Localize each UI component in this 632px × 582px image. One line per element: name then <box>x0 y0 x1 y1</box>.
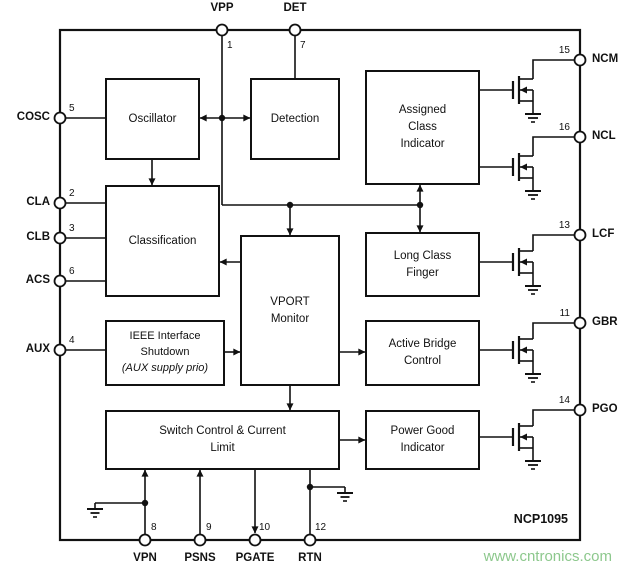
pin-number-ncm: 15 <box>558 45 570 56</box>
pin-circle-aux <box>53 343 67 357</box>
block-label: Classification <box>128 234 197 247</box>
pin-number-cla: 2 <box>69 188 75 199</box>
ground-symbol-rtn <box>337 487 353 502</box>
block-oscillator: Oscillator <box>105 78 200 160</box>
block-label: Switch Control & Current <box>159 425 286 438</box>
block-label: Assigned <box>398 104 447 117</box>
ground-symbol <box>525 113 541 123</box>
ground-symbol <box>525 285 541 295</box>
pin-label-ncm: NCM <box>592 53 619 65</box>
watermark: www.cntronics.com <box>483 548 612 565</box>
block-label: Class <box>408 121 437 134</box>
mosfet-lcf <box>480 234 575 295</box>
pin-circle-det <box>288 23 302 37</box>
mosfet-ncl <box>480 136 575 200</box>
pin-number-det: 7 <box>300 40 306 51</box>
pin-circle-vpn <box>138 533 152 547</box>
pin-number-lcf: 13 <box>558 220 570 231</box>
pin-label-clb: CLB <box>26 231 50 243</box>
mosfet-ncm <box>480 59 575 123</box>
pin-circle-rtn <box>303 533 317 547</box>
pin-number-vpp: 1 <box>227 40 233 51</box>
pin-circle-ncm <box>573 53 587 67</box>
pin-label-vpp: VPP <box>210 2 234 14</box>
block-ieee-interface-shutdown: IEEE Interface Shutdown (AUX supply prio… <box>105 320 225 386</box>
block-vport-monitor: VPORT Monitor <box>240 235 340 386</box>
block-label: Long Class <box>393 249 452 262</box>
pin-label-pgate: PGATE <box>235 552 275 564</box>
pin-circle-gbr <box>573 316 587 330</box>
pin-label-acs: ACS <box>25 274 50 286</box>
pin-number-aux: 4 <box>69 335 75 346</box>
pin-label-cosc: COSC <box>16 111 50 123</box>
pin-number-vpn: 8 <box>151 522 157 533</box>
pin-label-rtn: RTN <box>298 552 322 564</box>
pin-number-pgo: 14 <box>558 395 570 406</box>
pin-circle-vpp <box>215 23 229 37</box>
ground-symbol <box>525 460 541 470</box>
junction-dots <box>141 114 424 507</box>
pin-circle-ncl <box>573 130 587 144</box>
pin-number-clb: 3 <box>69 223 75 234</box>
pin-number-gbr: 11 <box>559 308 570 319</box>
pin-label-pgo: PGO <box>592 403 618 415</box>
pin-label-ncl: NCL <box>592 130 616 142</box>
mosfet-pgo <box>480 409 575 470</box>
ground-symbol-vpn <box>87 503 103 518</box>
block-label: IEEE Interface <box>129 330 201 343</box>
pin-circle-cla <box>53 196 67 210</box>
block-switch-control-current-limit: Switch Control & Current Limit <box>105 410 340 470</box>
block-label: Control <box>403 355 442 367</box>
block-long-class-finger: Long Class Finger <box>365 232 480 297</box>
pin-circle-pgate <box>248 533 262 547</box>
ground-symbol <box>525 373 541 383</box>
block-label: Monitor <box>270 312 310 325</box>
pin-label-vpn: VPN <box>133 552 157 564</box>
mosfet-gbr <box>480 322 575 383</box>
pin-circle-pgo <box>573 403 587 417</box>
pin-number-acs: 6 <box>69 266 75 277</box>
pin-number-cosc: 5 <box>69 103 75 114</box>
pin-label-psns: PSNS <box>184 552 216 564</box>
wires <box>65 35 424 535</box>
block-label: Shutdown <box>140 346 190 359</box>
pin-number-psns: 9 <box>206 522 212 533</box>
block-label: (AUX supply prio) <box>121 361 209 374</box>
block-label: VPORT <box>270 295 310 308</box>
pin-label-cla: CLA <box>26 196 50 208</box>
block-assigned-class-indicator: Assigned Class Indicator <box>365 70 480 185</box>
pin-label-gbr: GBR <box>592 316 618 328</box>
pin-number-ncl: 16 <box>558 122 570 133</box>
block-active-bridge-control: Active Bridge Control <box>365 320 480 386</box>
pin-number-pgate: 10 <box>259 522 271 533</box>
block-power-good-indicator: Power Good Indicator <box>365 410 480 470</box>
block-label: Active Bridge <box>388 338 457 351</box>
block-label: Finger <box>406 266 439 279</box>
block-detection: Detection <box>250 78 340 160</box>
pin-circle-lcf <box>573 228 587 242</box>
block-label: Indicator <box>400 442 445 454</box>
pin-circle-clb <box>53 231 67 245</box>
pin-number-rtn: 12 <box>315 522 327 533</box>
ground-symbol <box>525 190 541 200</box>
chip-name: NCP1095 <box>513 512 568 526</box>
block-label: Oscillator <box>128 112 177 125</box>
pin-label-lcf: LCF <box>592 228 615 240</box>
pin-label-aux: AUX <box>25 343 50 355</box>
block-label: Indicator <box>400 137 445 150</box>
block-label: Limit <box>210 442 235 454</box>
block-label: Detection <box>270 112 320 125</box>
pin-circle-cosc <box>53 111 67 125</box>
pin-label-det: DET <box>283 2 307 14</box>
block-label: Power Good <box>390 425 455 438</box>
pin-circle-psns <box>193 533 207 547</box>
block-classification: Classification <box>105 185 220 297</box>
pin-circle-acs <box>53 274 67 288</box>
